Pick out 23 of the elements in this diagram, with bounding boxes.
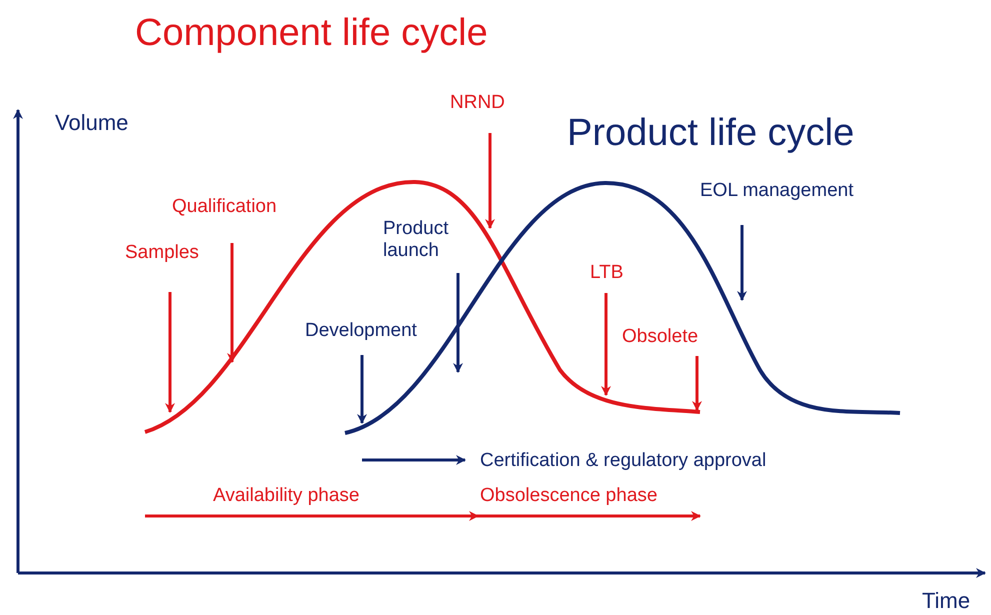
annotation-label: Samples — [125, 242, 199, 264]
arrow — [165, 292, 175, 413]
annotation-label: EOL management — [700, 180, 854, 202]
arrow — [357, 355, 367, 424]
arrow — [227, 243, 237, 363]
annotation-label: Qualification — [172, 196, 277, 218]
annotation-label: LTB — [590, 262, 624, 284]
arrow — [692, 356, 702, 411]
curve-title: Product life cycle — [567, 112, 854, 156]
phase-label: Certification & regulatory approval — [480, 450, 766, 472]
axis-label: Time — [922, 588, 970, 614]
annotation-label: Development — [305, 320, 417, 342]
arrow — [485, 133, 495, 229]
annotation-label: NRND — [450, 92, 505, 114]
phase-label: Availability phase — [213, 485, 360, 507]
arrow — [737, 225, 747, 301]
annotation-label: Obsolete — [622, 326, 698, 348]
phase-label: Obsolescence phase — [480, 485, 658, 507]
arrow — [601, 293, 611, 396]
axis-label: Volume — [55, 110, 128, 136]
annotation-label: Product launch — [383, 218, 455, 262]
arrow — [453, 273, 463, 373]
diagram-title: Component life cycle — [135, 12, 488, 56]
